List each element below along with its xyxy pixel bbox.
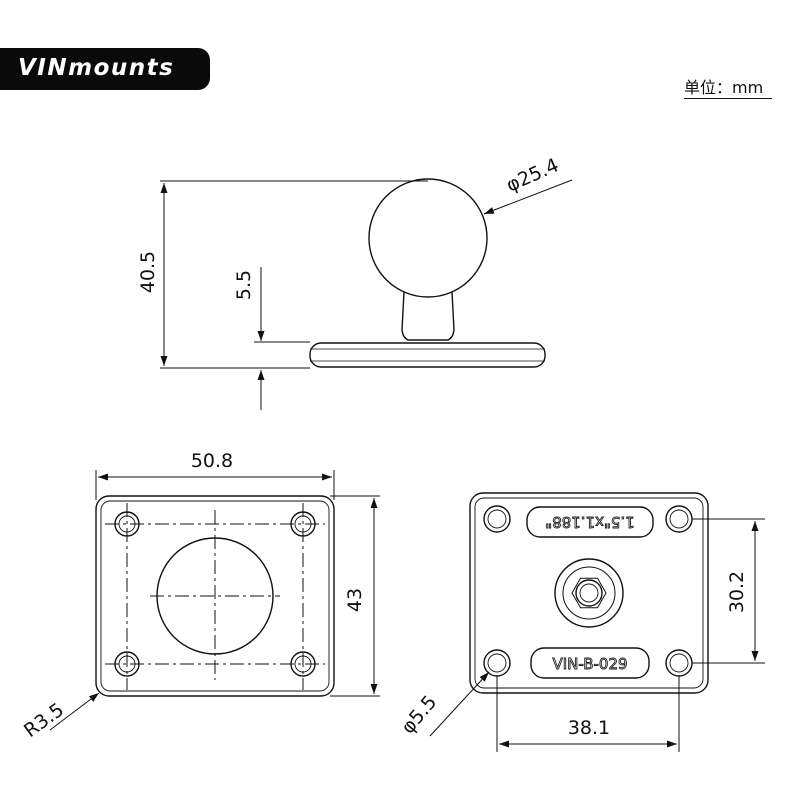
bottom-view-dimensions bbox=[429, 518, 765, 752]
center-lines bbox=[105, 503, 325, 690]
side-base bbox=[309, 342, 546, 368]
height-label: 40.5 bbox=[137, 251, 159, 293]
unit-underline bbox=[684, 98, 772, 99]
hole-dia-leader bbox=[429, 671, 490, 737]
bottom-plate-outer bbox=[469, 492, 709, 694]
unit-label: 单位：mm bbox=[684, 78, 764, 97]
hole-spacing-x-label: 38.1 bbox=[568, 717, 610, 739]
thread-text: 1.5"x1.188" bbox=[545, 513, 634, 531]
hole-spacing-y-label: 30.2 bbox=[726, 571, 748, 613]
bottom-view bbox=[469, 492, 709, 694]
width-label: 50.8 bbox=[191, 450, 233, 472]
side-view-dimensions bbox=[160, 179, 573, 410]
brand-logo-text: VINmounts bbox=[18, 55, 175, 81]
top-view bbox=[95, 495, 335, 697]
center-nut bbox=[554, 558, 624, 628]
radius-leader bbox=[49, 692, 100, 731]
thread-embossed-box bbox=[526, 506, 654, 538]
ball-dia-leader bbox=[483, 179, 573, 215]
base-thickness-label: 5.5 bbox=[233, 270, 255, 300]
top-view-dimensions bbox=[49, 470, 380, 731]
model-text: VIN-B-029 bbox=[552, 655, 627, 673]
top-plate-inner bbox=[100, 500, 330, 692]
depth-label: 43 bbox=[344, 588, 366, 612]
top-plate-outer bbox=[95, 495, 335, 697]
model-embossed-box bbox=[530, 647, 650, 679]
brand-logo: VINmounts bbox=[0, 48, 210, 90]
ball bbox=[368, 178, 488, 298]
ball-neck bbox=[401, 291, 455, 341]
side-view bbox=[309, 178, 546, 368]
ball-diameter-label: φ25.4 bbox=[503, 154, 562, 196]
bottom-plate-inner bbox=[474, 497, 704, 689]
corner-radius-label: R3.5 bbox=[20, 699, 68, 742]
